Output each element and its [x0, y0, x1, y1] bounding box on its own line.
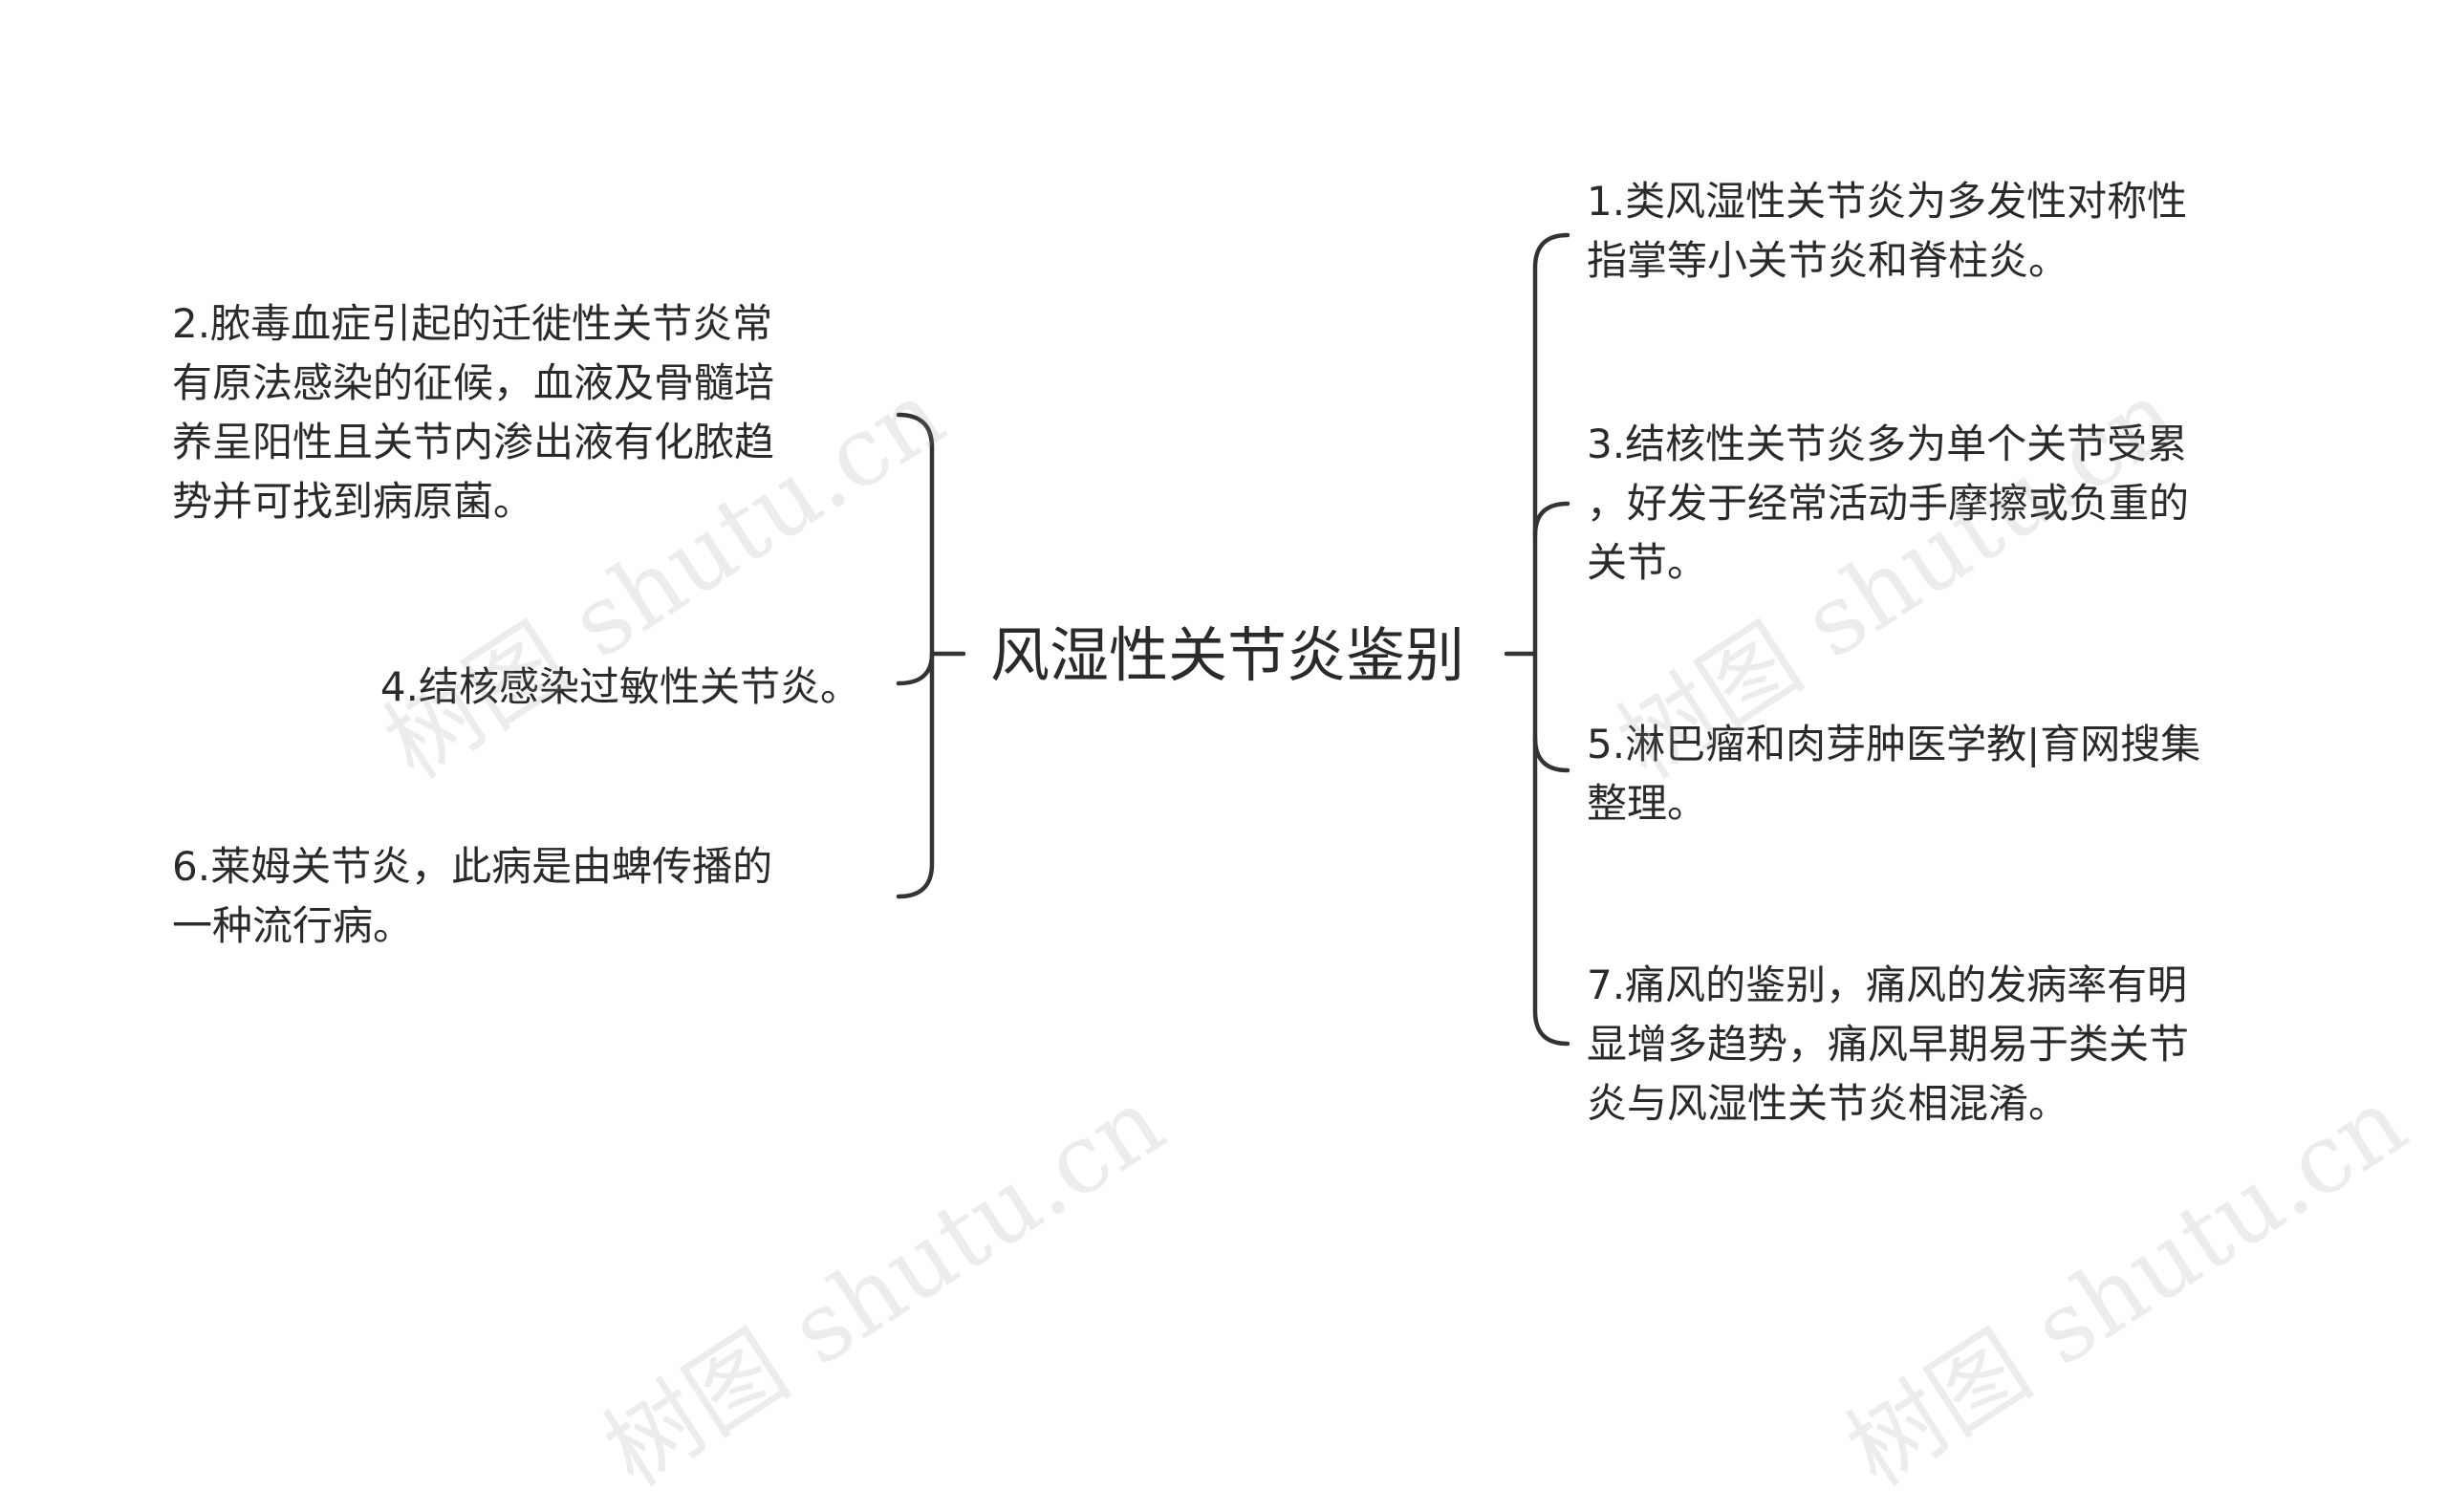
root-topic[interactable]: 风湿性关节炎鉴别	[990, 620, 1465, 690]
left-node-4[interactable]: 4.结核感染过敏性关节炎。	[379, 663, 860, 710]
right-node-1[interactable]: 1.类风湿性关节炎为多发性对称性 指掌等小关节炎和脊柱炎。	[1587, 178, 2188, 284]
right-branch-3	[1532, 501, 1570, 538]
mind-map-canvas: 风湿性关节炎鉴别 2.脓毒血症引起的迁徙性关节炎常 有原法感染的征候，血液及骨髓…	[172, 178, 2425, 1507]
right-node-5[interactable]: 5.淋巴瘤和肉芽肿医学教|育网搜集 整理。	[1587, 721, 2201, 827]
left-node-6[interactable]: 6.莱姆关节炎，此病是由蜱传播的 一种流行病。	[172, 843, 773, 949]
left-node-2[interactable]: 2.脓毒血症引起的迁徙性关节炎常 有原法感染的征候，血液及骨髓培 养呈阳性且关节…	[172, 300, 775, 525]
right-node-7[interactable]: 7.痛风的鉴别，痛风的发病率有明 显增多趋势，痛风早期易于类关节 炎与风湿性关节…	[1587, 961, 2190, 1127]
left-bracket	[896, 412, 935, 899]
connector-lines	[896, 232, 1570, 1047]
right-bracket	[1532, 232, 1570, 1047]
right-node-3[interactable]: 3.结核性关节炎多为单个关节受累 ，好发于经常活动手摩擦或负重的 关节。	[1587, 421, 2190, 586]
right-branch-5	[1532, 735, 1570, 773]
left-branch-4	[896, 651, 935, 686]
